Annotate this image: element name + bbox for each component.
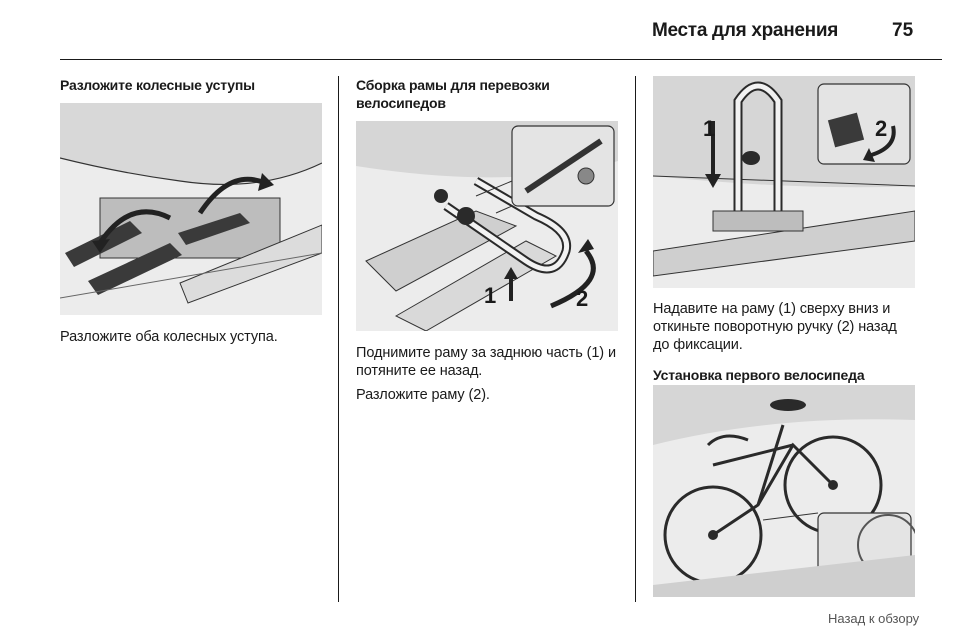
figure-label-2: 2 bbox=[875, 116, 887, 141]
header-divider bbox=[60, 59, 942, 60]
column-divider-2 bbox=[635, 76, 636, 602]
column-wheel-trays: Разложите колесные уступы Разложите оба … bbox=[60, 76, 324, 346]
section-heading: Установка первого велосипеда bbox=[653, 367, 865, 383]
page-title: Места для хранения bbox=[652, 20, 838, 41]
column-divider-1 bbox=[338, 76, 339, 602]
frame-lock-illustration: 1 2 bbox=[653, 76, 915, 288]
column-frame-lock: 1 2 Надавите на раму (1) сверху вниз и о… bbox=[653, 76, 917, 597]
frame-assembly-illustration: 1 2 bbox=[356, 121, 618, 331]
back-to-overview-link[interactable]: Назад к обзору bbox=[828, 611, 920, 626]
column-frame-assembly: Сборка рамы для перевозки велосипедов 1 … bbox=[356, 76, 620, 404]
instruction-text: Надавите на раму (1) сверху вниз и откин… bbox=[653, 301, 897, 353]
figure-label-2: 2 bbox=[576, 286, 588, 311]
page-number: 75 bbox=[892, 20, 914, 41]
figure-label-1: 1 bbox=[703, 116, 715, 141]
section-heading: Сборка рамы для перевозки велосипедов bbox=[356, 77, 550, 111]
wheel-trays-illustration bbox=[60, 103, 322, 315]
section-heading: Разложите колесные уступы bbox=[60, 77, 255, 93]
first-bicycle-illustration bbox=[653, 385, 915, 597]
instruction-text: Разложите раму (2). bbox=[356, 387, 490, 403]
instruction-text: Поднимите раму за заднюю часть (1) и пот… bbox=[356, 345, 616, 379]
instruction-text: Разложите оба колесных уступа. bbox=[60, 329, 278, 345]
figure-label-1: 1 bbox=[484, 283, 496, 308]
